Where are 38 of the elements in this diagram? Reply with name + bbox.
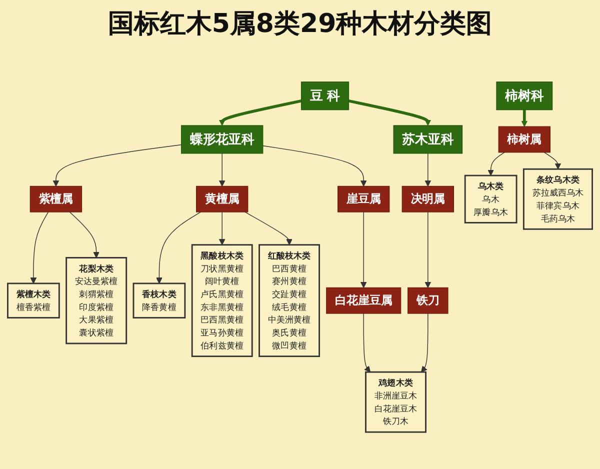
arrow bbox=[69, 212, 100, 258]
arrow bbox=[218, 212, 226, 246]
node-box: 苏木亚科 bbox=[393, 125, 463, 154]
node-box: 鸡翅木类 非洲崖豆木 白花崖豆木 铁刀木 bbox=[365, 371, 426, 433]
node-box: 决明属 bbox=[402, 186, 454, 212]
node-box: 柿树科 bbox=[496, 82, 553, 110]
arrow bbox=[488, 152, 505, 176]
node-box: 紫檀木类 檀香紫檀 bbox=[7, 282, 60, 318]
node-box: 白花崖豆属 bbox=[326, 287, 402, 314]
arrow bbox=[544, 152, 562, 170]
node-box: 香枝木类 降香黄檀 bbox=[132, 282, 186, 318]
node-box: 紫檀属 bbox=[30, 186, 82, 212]
node-box: 黑酸枝木类 刀状黑黄檀 阔叶黄檀 卢氏黑黄檀 东非黑黄檀 巴西黑黄檀 亚马孙黄檀 伯利兹黄檀 bbox=[191, 244, 253, 358]
node-box: 乌木类 乌木 厚瓣乌木 bbox=[464, 174, 518, 224]
node-box: 红酸枝木类 巴西黄檀 赛州黄檀 交趾黄檀 绒毛黄檀 中美洲黄檀 奥氏黄檀 微凹黄檀 bbox=[258, 244, 320, 358]
arrow bbox=[363, 313, 371, 372]
arrow bbox=[348, 99, 432, 126]
node-box: 崖豆属 bbox=[338, 186, 390, 212]
arrow bbox=[244, 212, 292, 246]
arrow bbox=[262, 145, 367, 187]
node-box: 蝶形花亚科 bbox=[181, 125, 264, 154]
node-box: 条纹乌木类 苏拉威西乌木 菲律宾乌木 毛药乌木 bbox=[522, 168, 593, 230]
arrow bbox=[420, 313, 428, 372]
arrow bbox=[218, 99, 302, 126]
node-box: 花梨木类 安达曼紫檀 刺猬紫檀 印度紫檀 大果紫檀 囊状紫檀 bbox=[66, 257, 128, 344]
node-box: 黄檀属 bbox=[196, 186, 248, 212]
arrow bbox=[360, 212, 367, 288]
arrow bbox=[218, 153, 226, 187]
arrow bbox=[521, 110, 528, 127]
node-box: 铁刀 bbox=[408, 287, 448, 314]
node-box: 柿树属 bbox=[498, 126, 550, 153]
arrow bbox=[424, 153, 432, 187]
title: 国标红木5属8类29种木材分类图 bbox=[108, 8, 492, 41]
arrow bbox=[30, 212, 49, 284]
node-box: 豆 科 bbox=[300, 82, 350, 110]
arrow bbox=[424, 212, 432, 288]
arrow bbox=[156, 212, 202, 284]
arrow bbox=[52, 144, 182, 187]
